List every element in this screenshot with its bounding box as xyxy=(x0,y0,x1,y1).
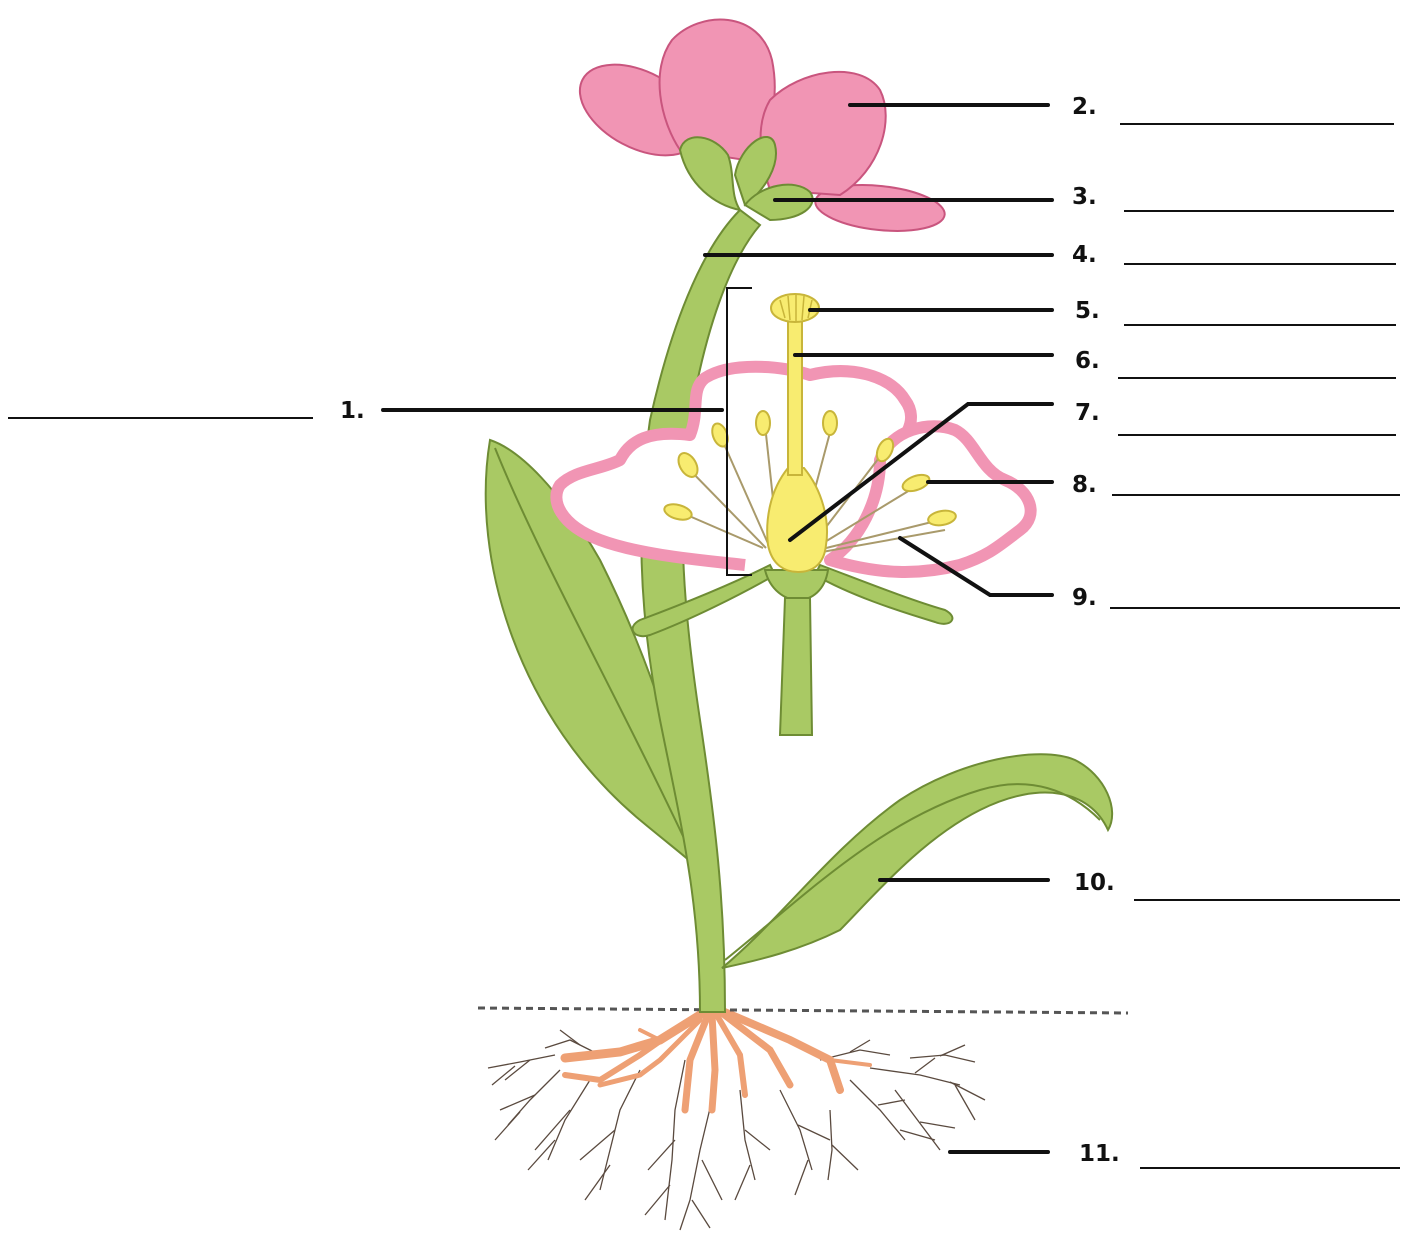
label-8: 8. xyxy=(1072,472,1097,498)
flower-stalk xyxy=(780,598,812,735)
label-1: 1. xyxy=(340,398,365,424)
label-4: 4. xyxy=(1072,242,1097,268)
label-10: 10. xyxy=(1074,870,1115,896)
root-system xyxy=(488,1010,985,1230)
top-flower xyxy=(565,20,947,237)
label-11: 11. xyxy=(1079,1141,1120,1167)
petal-right xyxy=(761,72,886,195)
main-roots xyxy=(565,1010,870,1110)
ground-line xyxy=(478,1008,1128,1013)
label-3: 3. xyxy=(1072,184,1097,210)
label-9: 9. xyxy=(1072,585,1097,611)
leaf-right xyxy=(722,754,1112,968)
label-7: 7. xyxy=(1075,400,1100,426)
style xyxy=(788,320,802,475)
label-5: 5. xyxy=(1075,298,1100,324)
receptacle xyxy=(765,570,828,600)
label-6: 6. xyxy=(1075,348,1100,374)
label-2: 2. xyxy=(1072,94,1097,120)
